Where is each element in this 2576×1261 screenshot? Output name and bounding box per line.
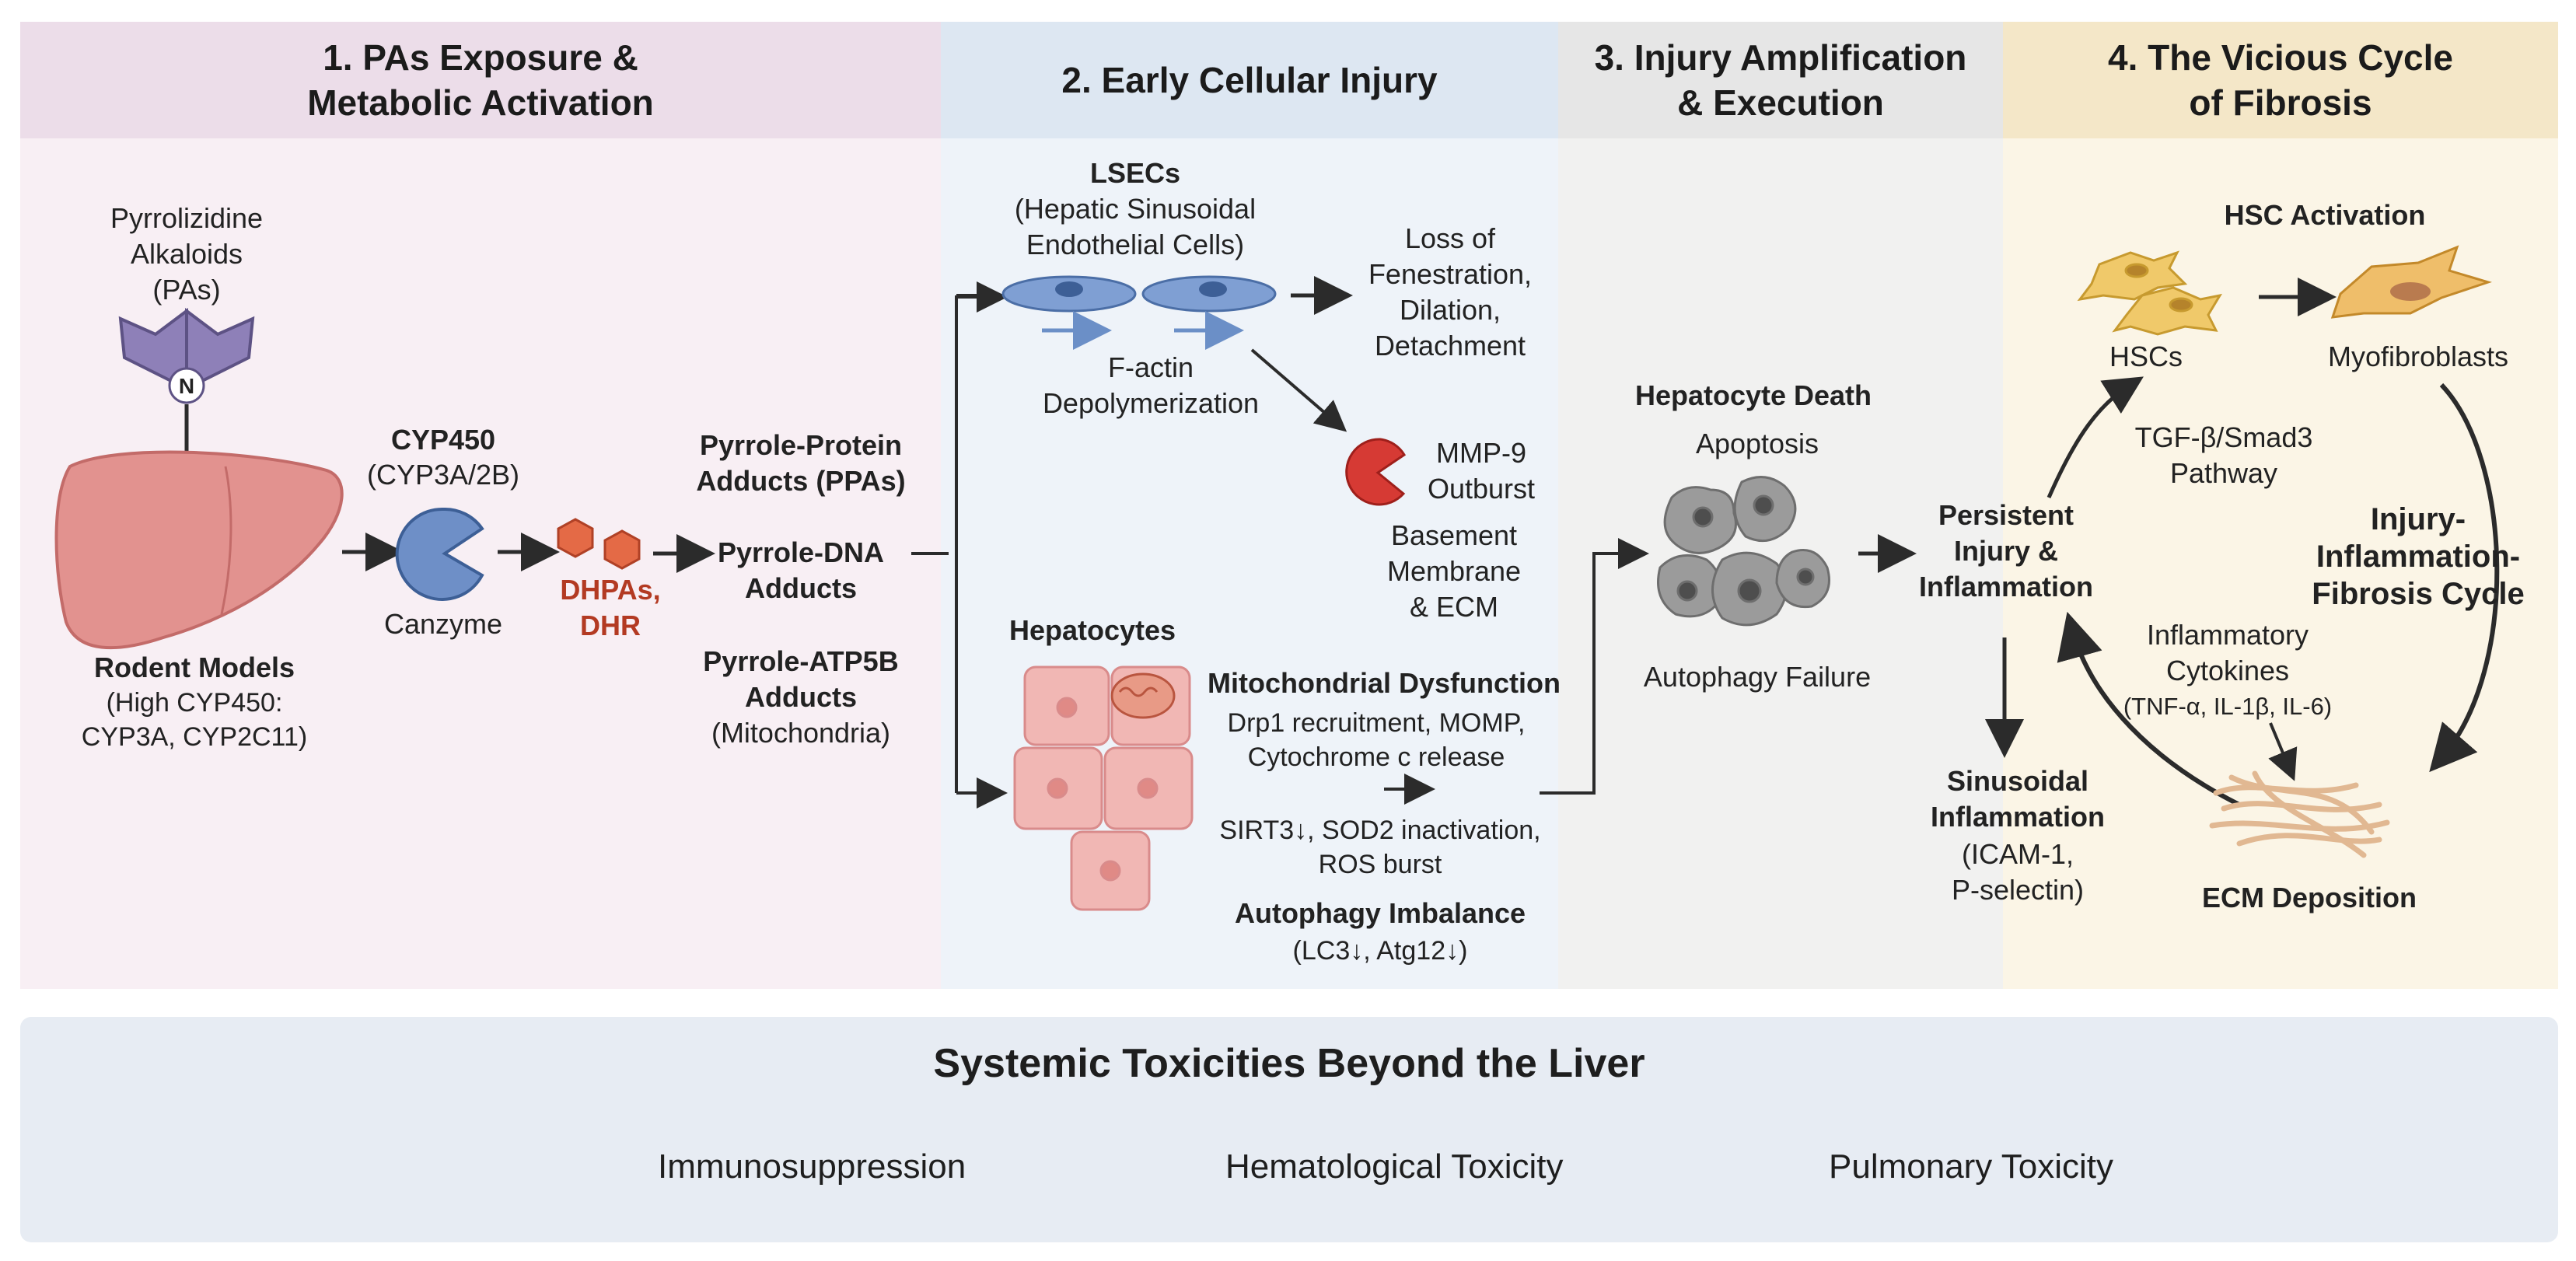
column-header: 3. Injury Amplification & Execution bbox=[1558, 22, 2003, 138]
sirt3-label: SIRT3↓, SOD2 inactivation, ROS burst bbox=[1219, 816, 1541, 879]
cytokines-detail: (TNF-α, IL-1β, IL-6) bbox=[2123, 693, 2333, 720]
systemic-toxicities-title: Systemic Toxicities Beyond the Liver bbox=[933, 1041, 1645, 1086]
systemic-toxicities-panel: Systemic Toxicities Beyond the Liver Imm… bbox=[20, 1017, 2558, 1242]
lsecs-title: LSECs bbox=[1089, 157, 1181, 189]
column-header: 1. PAs Exposure & Metabolic Activation bbox=[20, 22, 941, 138]
dhpas-molecule-icon bbox=[557, 518, 641, 570]
liver-icon bbox=[54, 450, 344, 650]
pyrrole-atp5b-label: Pyrrole-ATP5B Adducts bbox=[703, 645, 899, 713]
immunosuppression-label: Immunosuppression bbox=[658, 1147, 966, 1186]
column-title: 4. The Vicious Cycle of Fibrosis bbox=[2107, 37, 2453, 123]
ecm-fibers-icon bbox=[2209, 770, 2390, 858]
autophagy-imbalance-title: Autophagy Imbalance bbox=[1234, 897, 1526, 929]
hsc-activation-title: HSC Activation bbox=[2224, 199, 2426, 231]
canzyme-label: Canzyme bbox=[383, 608, 503, 640]
ecm-deposition-label: ECM Deposition bbox=[2202, 882, 2417, 913]
mmp9-enzyme-icon bbox=[1345, 438, 1407, 506]
hscs-label: HSCs bbox=[2109, 341, 2183, 372]
rodent-models-subtitle: (High CYP450: CYP3A, CYP2C11) bbox=[81, 688, 308, 752]
column-title: 1. PAs Exposure & Metabolic Activation bbox=[307, 37, 654, 123]
pas-label: Pyrrolizidine Alkaloids (PAs) bbox=[110, 202, 264, 306]
hepatocytes-title: Hepatocytes bbox=[1008, 614, 1176, 646]
mito-dysfunction-title: Mitochondrial Dysfunction bbox=[1208, 667, 1561, 699]
autophagy-failure-label: Autophagy Failure bbox=[1643, 661, 1872, 693]
mitochondria-label: (Mitochondria) bbox=[711, 717, 891, 749]
mmp9-label: MMP-9 Outburst bbox=[1427, 437, 1536, 505]
column-header: 2. Early Cellular Injury bbox=[941, 22, 1558, 138]
myofibroblasts-label: Myofibroblasts bbox=[2327, 341, 2509, 372]
lsec-cells-icon bbox=[1001, 275, 1277, 313]
cyp450-subtitle: (CYP3A/2B) bbox=[366, 459, 520, 491]
hematological-toxicity-label: Hematological Toxicity bbox=[1225, 1147, 1564, 1186]
cycle-title: Injury- Inflammation- Fibrosis Cycle bbox=[2312, 502, 2525, 611]
column-title: 3. Injury Amplification & Execution bbox=[1594, 37, 1967, 123]
rodent-models-title: Rodent Models bbox=[94, 651, 295, 683]
basement-membrane-label: Basement Membrane & ECM bbox=[1386, 519, 1522, 623]
dhpas-label: DHPAs, DHR bbox=[560, 574, 661, 641]
apoptosis-label: Apoptosis bbox=[1695, 428, 1819, 459]
pa-nitrogen-label: N bbox=[178, 374, 195, 398]
pulmonary-toxicity-label: Pulmonary Toxicity bbox=[1829, 1147, 2113, 1186]
dead-hepatocytes-icon bbox=[1657, 476, 1830, 627]
tgf-pathway-label: TGF-β/Smad3 Pathway bbox=[2134, 421, 2313, 489]
sinusoidal-inflammation-title: Sinusoidal Inflammation bbox=[1930, 765, 2105, 833]
cytokines-title: Inflammatory Cytokines bbox=[2146, 619, 2309, 686]
column-header: 4. The Vicious Cycle of Fibrosis bbox=[2003, 22, 2558, 138]
hepatocyte-death-title: Hepatocyte Death bbox=[1634, 379, 1872, 411]
mito-dysfunction-detail: Drp1 recruitment, MOMP, Cytochrome c rel… bbox=[1227, 708, 1526, 772]
hsc-cells-icon bbox=[2077, 250, 2223, 336]
myofibroblast-icon bbox=[2330, 245, 2492, 319]
hepatocyte-cells-icon bbox=[1013, 665, 1194, 911]
autophagy-imbalance-detail: (LC3↓, Atg12↓) bbox=[1292, 936, 1468, 966]
sinusoidal-inflammation-detail: (ICAM-1, P-selectin) bbox=[1951, 838, 2085, 906]
lsec-damage-label: Loss of Fenestration, Dilation, Detachme… bbox=[1368, 222, 1533, 362]
lsecs-subtitle: (Hepatic Sinusoidal Endothelial Cells) bbox=[1014, 193, 1257, 260]
pa-molecule-icon bbox=[118, 308, 255, 404]
pyrrole-dna-label: Pyrrole-DNA Adducts bbox=[717, 536, 885, 604]
persistent-injury-label: Persistent Injury & Inflammation bbox=[1918, 499, 2093, 603]
factin-label: F-actin Depolymerization bbox=[1042, 351, 1260, 419]
cyp450-title: CYP450 bbox=[390, 424, 496, 456]
column-title: 2. Early Cellular Injury bbox=[1061, 60, 1438, 100]
enzyme-icon bbox=[395, 507, 484, 601]
ppa-label: Pyrrole-Protein Adducts (PPAs) bbox=[696, 429, 906, 497]
